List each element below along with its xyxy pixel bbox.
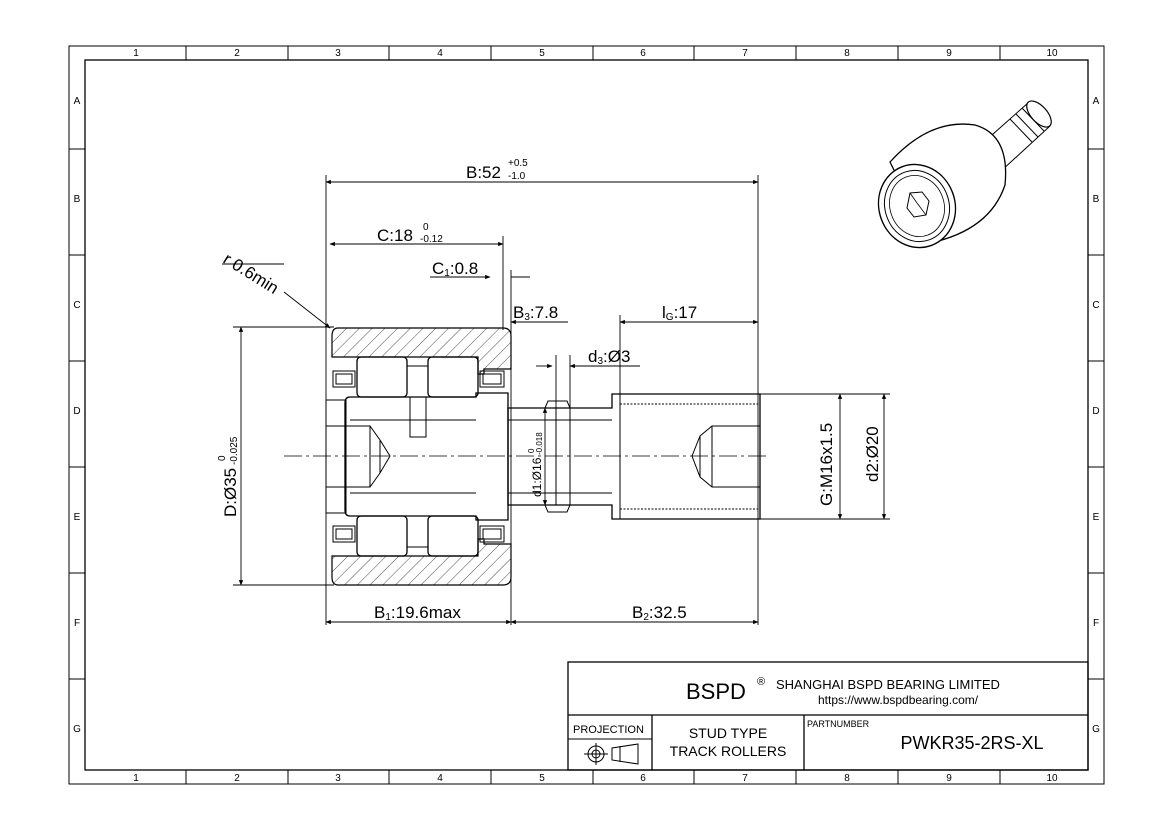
grid-col-10-bottom: 10 bbox=[1046, 773, 1058, 784]
dim-B-tol-lower: -1.0 bbox=[508, 171, 526, 182]
grid-col-4-bottom: 4 bbox=[437, 773, 443, 784]
dim-d1-label: d1:Ø16 bbox=[530, 457, 544, 497]
grid-row-D-right: D bbox=[1092, 406, 1099, 417]
grid-row-E-right: E bbox=[1093, 512, 1100, 523]
dim-C-tol-upper: 0 bbox=[423, 222, 429, 233]
grid-row-labels-right: A B C D E F G bbox=[1092, 96, 1100, 735]
dim-B3-label: B3:7.8 bbox=[513, 303, 558, 323]
grid-col-3-top: 3 bbox=[335, 48, 341, 59]
description-line-2: TRACK ROLLERS bbox=[670, 743, 787, 759]
grid-col-4-top: 4 bbox=[437, 48, 443, 59]
section-view bbox=[284, 327, 770, 586]
dim-B1-label: B1:19.6max bbox=[374, 603, 461, 623]
grid-column-labels-top: 1 2 3 4 5 6 7 8 9 10 bbox=[133, 48, 1058, 59]
projection-symbol-icon bbox=[584, 743, 639, 765]
dim-D-tol-upper: 0 bbox=[217, 455, 228, 461]
partnumber-value: PWKR35-2RS-XL bbox=[900, 733, 1043, 753]
grid-row-G-left: G bbox=[73, 724, 81, 735]
outer-ring-top-section bbox=[331, 327, 512, 375]
grid-row-F-right: F bbox=[1093, 618, 1099, 629]
seal-top-right bbox=[479, 370, 505, 388]
dim-C-label: C:18 bbox=[377, 226, 413, 245]
grid-row-B-right: B bbox=[1093, 194, 1100, 205]
dim-C1-label: C1:0.8 bbox=[432, 259, 478, 279]
roller-bottom-2 bbox=[427, 515, 479, 557]
grid-row-labels-left: A B C D E F G bbox=[73, 96, 81, 735]
dim-d3-label: d3:Ø3 bbox=[588, 347, 630, 367]
dim-d2-label: d2:Ø20 bbox=[863, 426, 882, 482]
isometric-product-view bbox=[877, 100, 1052, 249]
dimension-labels: B:52 +0.5 -1.0 C:18 0 -0.12 C1:0.8 r 0.6… bbox=[217, 158, 882, 623]
grid-row-B-left: B bbox=[74, 194, 81, 205]
roller-top-1 bbox=[356, 356, 408, 398]
projection-label: PROJECTION bbox=[573, 724, 644, 736]
grid-row-D-left: D bbox=[73, 406, 80, 417]
grid-col-6-top: 6 bbox=[640, 48, 646, 59]
seal-bottom-left bbox=[332, 525, 356, 543]
grid-col-9-bottom: 9 bbox=[946, 773, 952, 784]
seal-top-left bbox=[332, 370, 356, 388]
dimension-lines bbox=[222, 175, 890, 625]
grid-col-6-bottom: 6 bbox=[640, 773, 646, 784]
roller-top-2 bbox=[427, 356, 479, 398]
grid-row-E-left: E bbox=[74, 512, 81, 523]
grid-column-labels-bottom: 1 2 3 4 5 6 7 8 9 10 bbox=[133, 773, 1058, 784]
grid-col-8-bottom: 8 bbox=[844, 773, 850, 784]
description-line-1: STUD TYPE bbox=[689, 725, 767, 741]
stud-shaft bbox=[507, 393, 761, 520]
outer-ring-bottom-section bbox=[331, 538, 512, 586]
registered-mark: ® bbox=[757, 676, 765, 688]
grid-col-5-top: 5 bbox=[539, 48, 545, 59]
grid-col-7-top: 7 bbox=[742, 48, 748, 59]
brand-logo-text: BSPD bbox=[686, 679, 746, 704]
dim-B-tol-upper: +0.5 bbox=[508, 158, 528, 169]
dim-D-tol-lower: -0.025 bbox=[229, 436, 240, 465]
company-name: SHANGHAI BSPD BEARING LIMITED bbox=[776, 677, 1000, 692]
grid-col-2-top: 2 bbox=[234, 48, 240, 59]
company-url: https://www.bspdbearing.com/ bbox=[818, 693, 979, 707]
grid-row-A-right: A bbox=[1093, 96, 1100, 107]
grid-col-1-bottom: 1 bbox=[133, 773, 139, 784]
dim-lG-label: lG:17 bbox=[662, 303, 697, 323]
grid-row-C-left: C bbox=[73, 300, 80, 311]
roller-bottom-1 bbox=[356, 515, 408, 557]
grid-col-2-bottom: 2 bbox=[234, 773, 240, 784]
grid-row-C-right: C bbox=[1092, 300, 1099, 311]
grid-col-9-top: 9 bbox=[946, 48, 952, 59]
grid-row-A-left: A bbox=[74, 96, 81, 107]
grid-row-F-left: F bbox=[74, 618, 80, 629]
grid-col-7-bottom: 7 bbox=[742, 773, 748, 784]
seal-bottom-right bbox=[479, 525, 505, 543]
dim-G-label: G:M16x1.5 bbox=[817, 423, 836, 506]
grid-col-1-top: 1 bbox=[133, 48, 139, 59]
grid-col-8-top: 8 bbox=[844, 48, 850, 59]
dim-C-tol-lower: -0.12 bbox=[420, 234, 443, 245]
dim-D-label: D:Ø35 bbox=[221, 468, 240, 517]
dim-B-label: B:52 bbox=[466, 163, 501, 182]
partnumber-label: PARTNUMBER bbox=[807, 719, 870, 729]
grid-row-G-right: G bbox=[1092, 724, 1100, 735]
grid-col-10-top: 10 bbox=[1046, 48, 1058, 59]
grid-col-3-bottom: 3 bbox=[335, 773, 341, 784]
dim-d1-tol-lower: -0.018 bbox=[535, 432, 544, 455]
dim-d1-tol-upper: 0 bbox=[527, 448, 536, 453]
grid-col-5-bottom: 5 bbox=[539, 773, 545, 784]
dim-B2-label: B2:32.5 bbox=[632, 603, 687, 623]
title-block: BSPD ® SHANGHAI BSPD BEARING LIMITED htt… bbox=[567, 661, 1089, 771]
dim-r-label: r 0.6min bbox=[220, 249, 282, 298]
